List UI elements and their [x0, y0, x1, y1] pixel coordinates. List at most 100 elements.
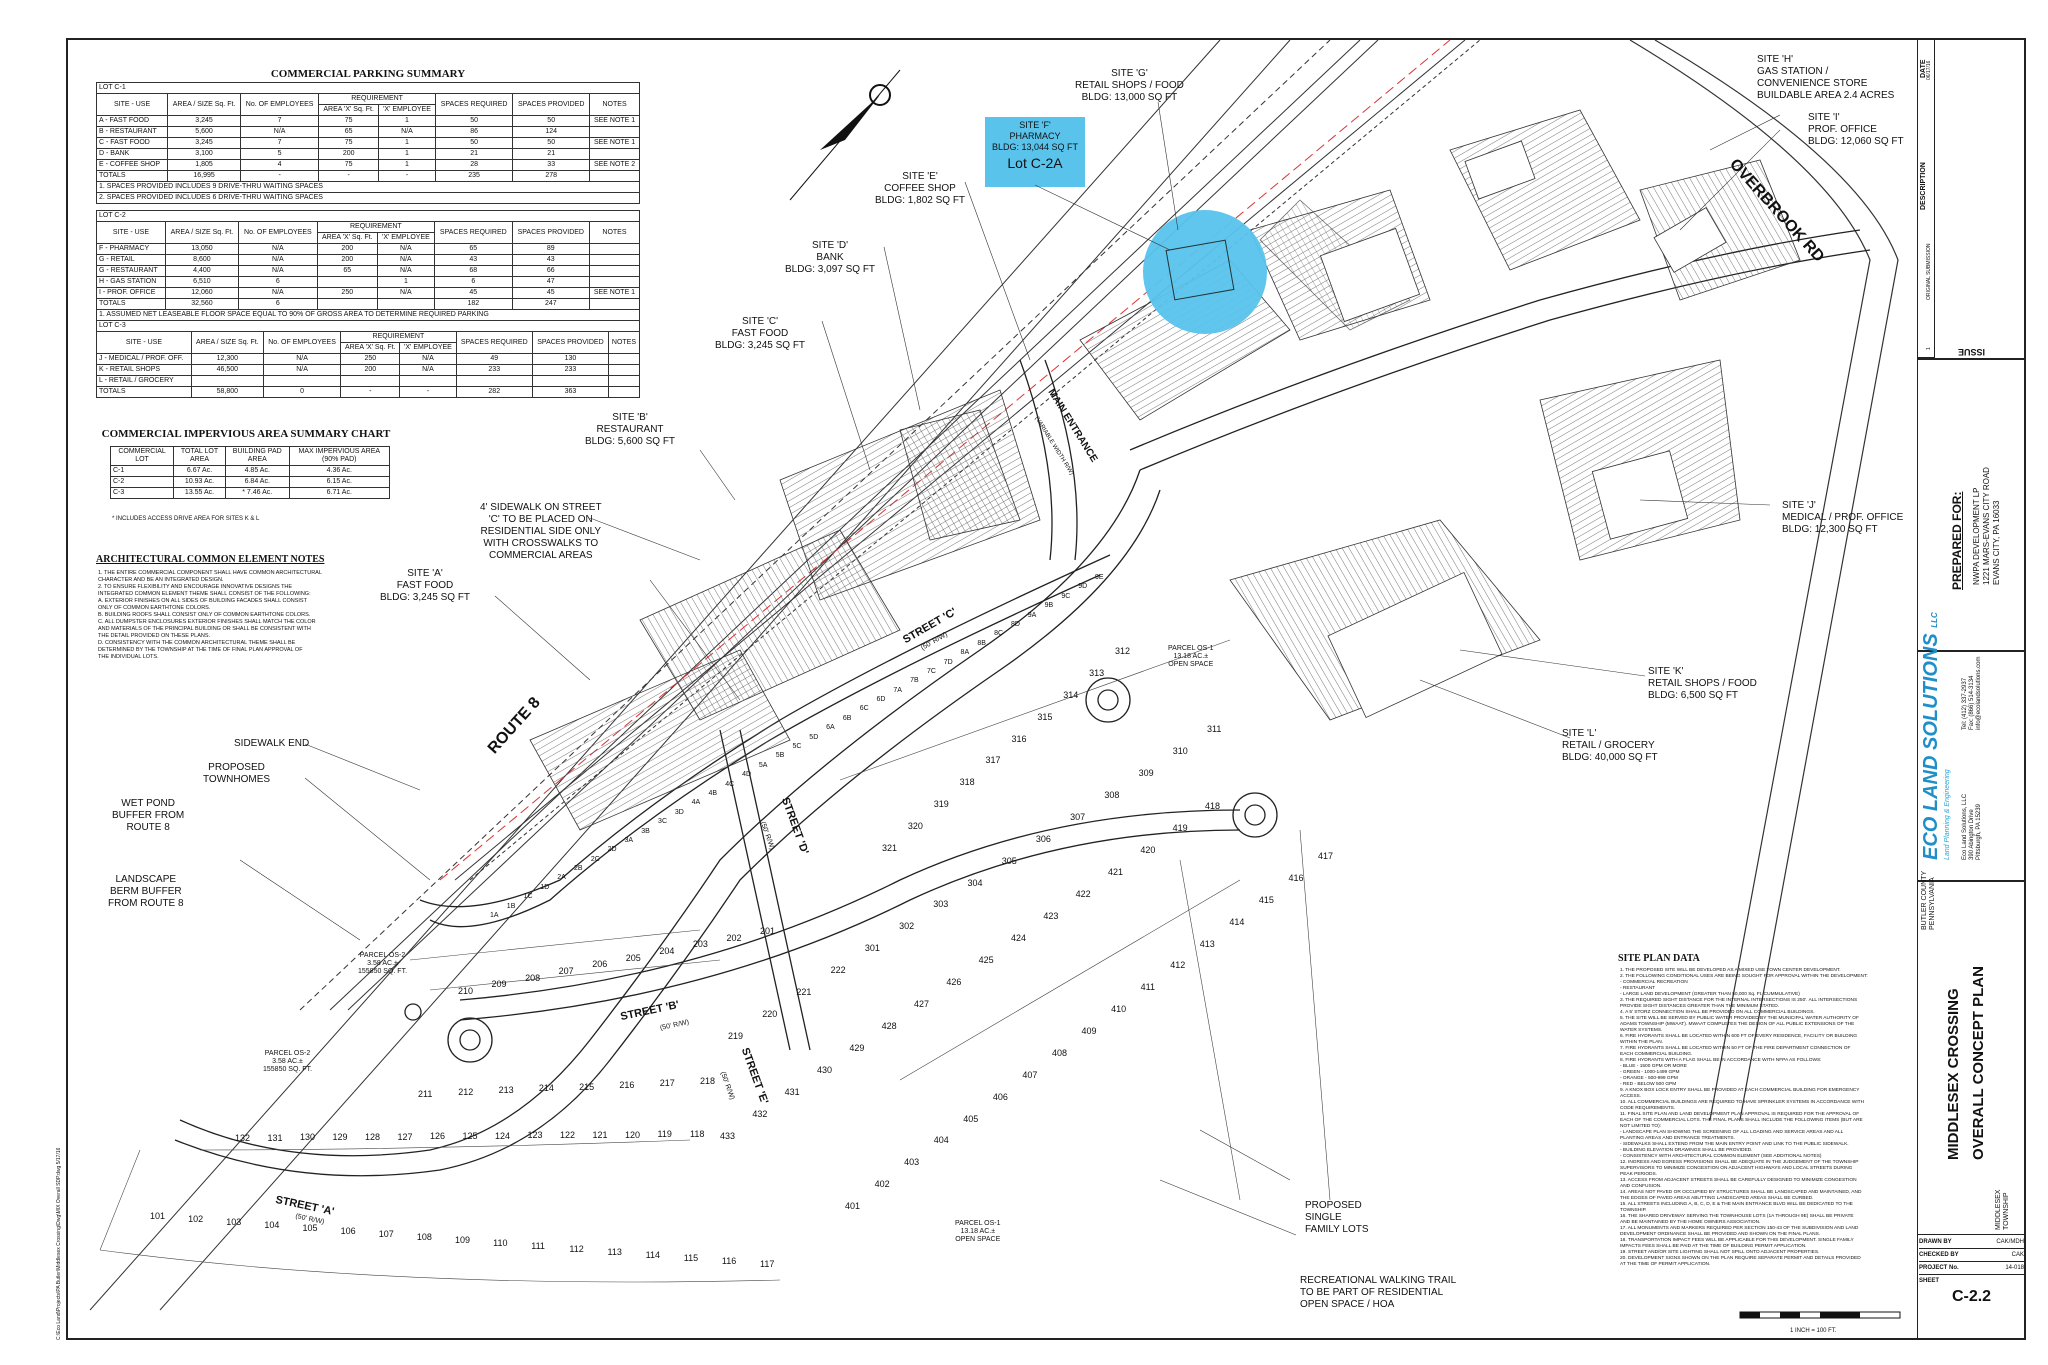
- lot-number: 404: [933, 1135, 949, 1146]
- lot-number: 420: [1140, 845, 1156, 855]
- lot-number: 124: [495, 1130, 511, 1141]
- lot-number: 412: [1170, 960, 1186, 971]
- lot-number: 204: [659, 946, 675, 956]
- lot-number: 419: [1172, 823, 1188, 833]
- lot-number: 104: [264, 1220, 280, 1230]
- lot-number: 8D: [1010, 620, 1020, 628]
- lot-number: 306: [1035, 833, 1051, 844]
- lot-number: 209: [491, 979, 507, 990]
- lot-number: 206: [592, 959, 608, 970]
- lot-number: 208: [525, 972, 541, 983]
- lot-number: 7D: [943, 658, 953, 666]
- lot-number: 125: [462, 1131, 478, 1141]
- lot-c2a-callout: [985, 117, 1085, 187]
- lot-number: 3C: [658, 818, 667, 826]
- lot-number: 121: [592, 1129, 608, 1140]
- lot-number: 4B: [708, 789, 718, 797]
- lot-number: 311: [1207, 724, 1222, 734]
- lot-number: 429: [849, 1043, 865, 1053]
- lot-number: 308: [1104, 789, 1120, 800]
- lot-number: 7C: [926, 667, 936, 675]
- lot-number: 430: [817, 1065, 833, 1075]
- lot-number: 110: [493, 1238, 508, 1248]
- lot-number: 3A: [624, 836, 633, 844]
- lot-number: 414: [1229, 916, 1245, 927]
- lot-number: 6A: [826, 724, 835, 732]
- lot-number: 314: [1063, 689, 1079, 700]
- lot-number: 1B: [506, 902, 516, 910]
- lot-number: 319: [933, 799, 949, 810]
- lot-number: 130: [300, 1132, 316, 1143]
- lot-number: 7B: [910, 677, 919, 685]
- lot-number: 307: [1070, 811, 1086, 822]
- lot-number: 6B: [842, 714, 852, 722]
- lot-number: 413: [1199, 938, 1215, 949]
- lot-number: 301: [864, 943, 880, 954]
- lot-number: 402: [874, 1179, 890, 1190]
- lot-number: 122: [560, 1130, 576, 1141]
- lot-number: 103: [226, 1217, 242, 1227]
- lot-number: 316: [1011, 733, 1027, 744]
- parcel-os2-label-b: PARCEL OS-23.58 AC.±155850 Sq. Ft.: [263, 1050, 313, 1073]
- lot-number: 131: [267, 1132, 283, 1143]
- lot-number: 303: [933, 899, 949, 910]
- lot-number: 310: [1172, 745, 1188, 756]
- lot-number: 302: [899, 921, 915, 932]
- lot-number: 211: [418, 1089, 433, 1099]
- parcel-os2-label-a: PARCEL OS-23.58 AC.±155850 Sq. Ft.: [358, 952, 408, 975]
- lot-number: 215: [579, 1081, 595, 1092]
- lot-number: 1C: [523, 893, 533, 901]
- site-plan-data-body: 1. THE PROPOSED SITE WILL BE DEVELOPED A…: [1620, 968, 1868, 1267]
- lot-c2a-label: Lot C-2A: [1007, 155, 1063, 171]
- lot-number: 119: [657, 1129, 672, 1140]
- submission-value: ORIGINAL SUBMISSION: [1926, 243, 1932, 301]
- lot-number: 9C: [1061, 592, 1071, 600]
- arch-notes-title: ARCHITECTURAL COMMON ELEMENT NOTES: [96, 554, 325, 565]
- lot-number: 114: [645, 1250, 660, 1260]
- lot-number: 112: [569, 1244, 584, 1254]
- lot-number: 203: [692, 939, 708, 950]
- lot-number: 309: [1138, 767, 1154, 778]
- lot-number: 312: [1115, 646, 1131, 656]
- lot-number: 315: [1037, 711, 1053, 722]
- lot-number: 205: [625, 952, 641, 963]
- lot-number: 217: [659, 1077, 675, 1088]
- lot-number: 425: [978, 955, 994, 965]
- lot-number: 118: [690, 1129, 705, 1139]
- lot-number: 415: [1258, 894, 1274, 905]
- impervious-footnote: * INCLUDES ACCESS DRIVE AREA FOR SITES K…: [112, 516, 260, 522]
- lot-number: 408: [1051, 1047, 1067, 1058]
- lot-number: 101: [150, 1211, 166, 1221]
- sidewalk-end-label: SIDEWALK END: [234, 738, 310, 749]
- lot-number: 318: [959, 777, 975, 788]
- lot-number: 106: [340, 1226, 356, 1236]
- lot-number: 213: [498, 1085, 514, 1096]
- lot-number: 4C: [725, 780, 735, 788]
- lot-number: 305: [1001, 855, 1017, 866]
- lot-number: 431: [784, 1087, 800, 1097]
- lot-number: 421: [1108, 867, 1124, 877]
- lot-number: 111: [531, 1241, 545, 1251]
